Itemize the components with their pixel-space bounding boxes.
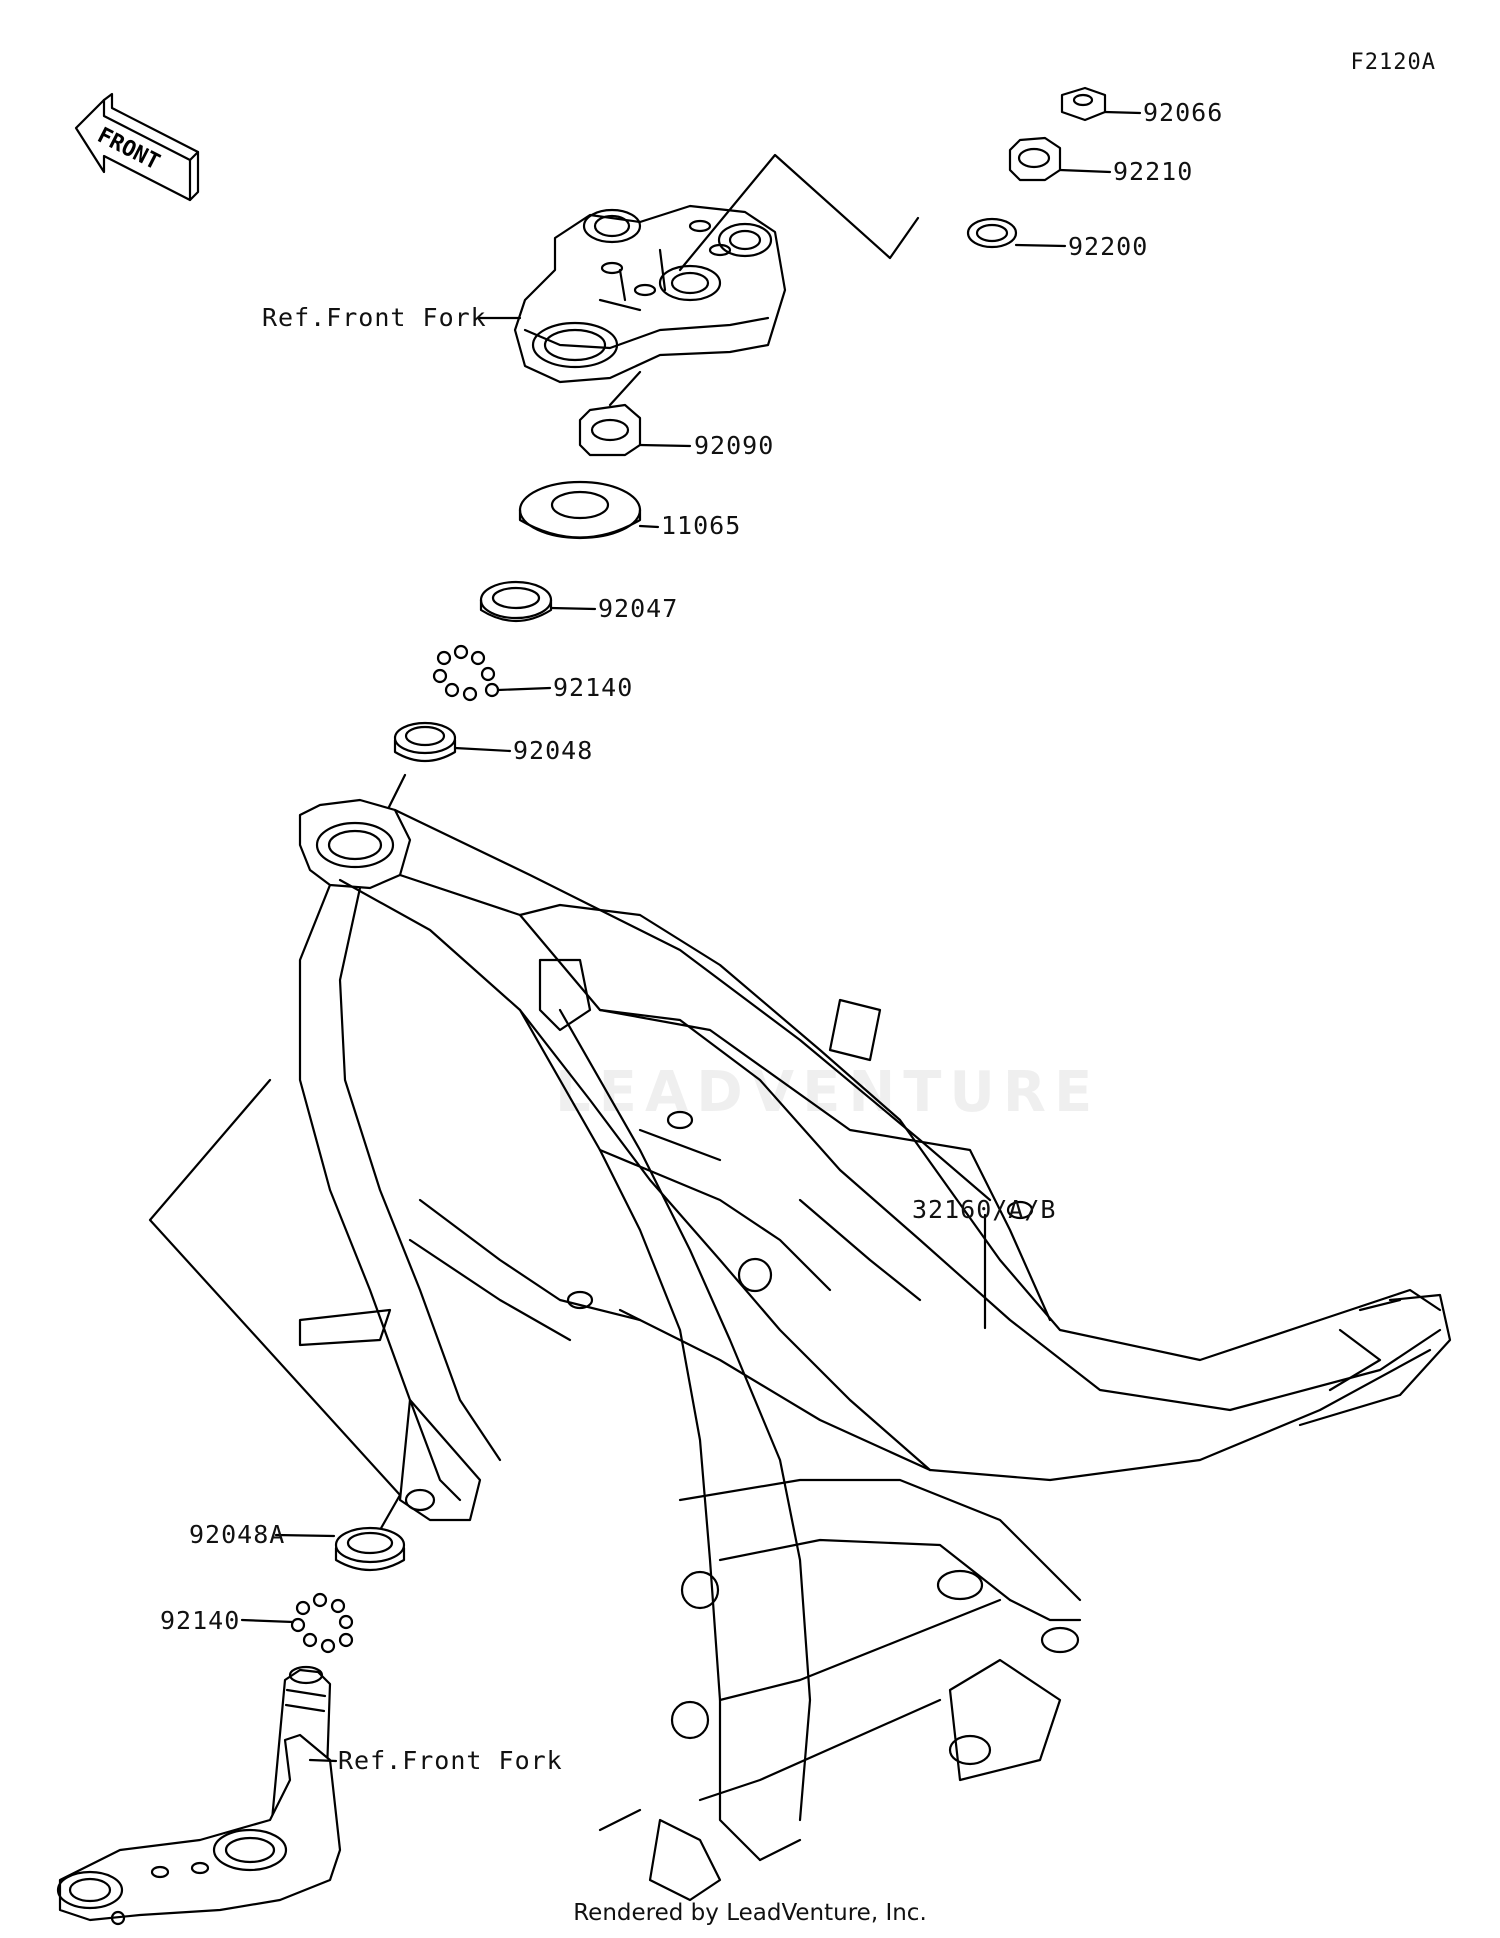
main-frame [298, 798, 1452, 1902]
part-92066-nut [1060, 86, 1107, 122]
diagram-code: F2120A [1350, 50, 1436, 75]
label-92210[interactable]: 92210 [1113, 157, 1194, 186]
label-92090[interactable]: 92090 [694, 431, 775, 460]
label-92066[interactable]: 92066 [1143, 98, 1224, 127]
front-arrow-icon: FRONT [74, 92, 200, 202]
part-92090-locknut [578, 403, 642, 457]
part-92047-bearing [479, 580, 553, 622]
label-92140-bottom[interactable]: 92140 [160, 1606, 241, 1635]
label-92047[interactable]: 92047 [598, 594, 679, 623]
part-92140-balls-top [432, 644, 500, 702]
part-92048A-race [334, 1526, 406, 1571]
label-92200[interactable]: 92200 [1068, 232, 1149, 261]
label-32160-A-B[interactable]: 32160/A/B [912, 1195, 1057, 1224]
part-11065-seal [518, 480, 642, 540]
footer-credit: Rendered by LeadVenture, Inc. [573, 1900, 927, 1926]
label-11065[interactable]: 11065 [661, 511, 742, 540]
part-92140-balls-bottom [290, 1592, 354, 1654]
watermark: LEADVENTURE [555, 1060, 1101, 1125]
label-92048[interactable]: 92048 [513, 736, 594, 765]
label-ref-front-fork-bottom[interactable]: Ref.Front Fork [338, 1746, 563, 1775]
part-92200-washer [966, 217, 1018, 249]
part-92210-nut [1008, 136, 1062, 182]
part-92048-race [393, 721, 457, 762]
label-92048A[interactable]: 92048A [189, 1520, 286, 1549]
label-92140-top[interactable]: 92140 [553, 673, 634, 702]
upper-triple-clamp [513, 204, 787, 384]
label-ref-front-fork-top[interactable]: Ref.Front Fork [262, 303, 487, 332]
lower-triple-clamp [56, 1665, 342, 1926]
